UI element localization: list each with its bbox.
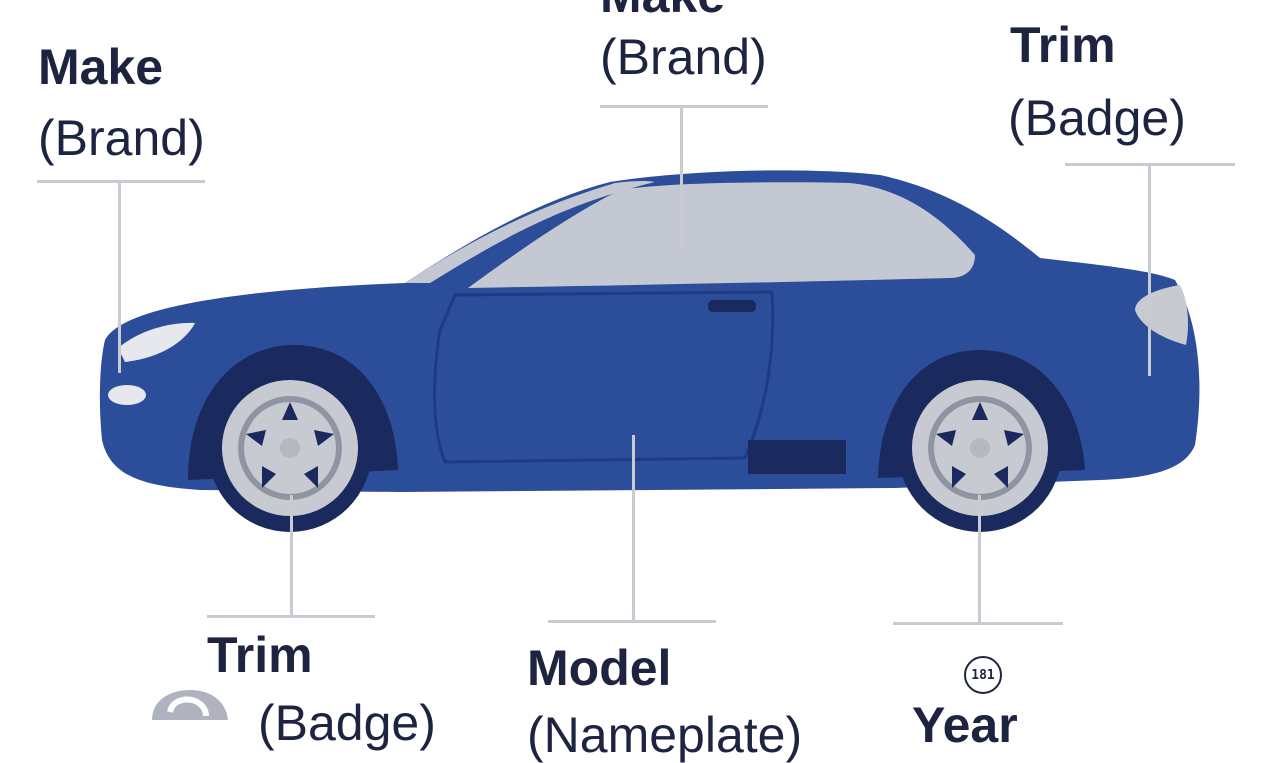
label-brand-center: (Brand) xyxy=(600,29,767,85)
leader-top-center xyxy=(680,108,683,248)
label-make-left: Make xyxy=(38,39,164,95)
label-brand-left: (Brand) xyxy=(38,110,205,166)
door-handle xyxy=(708,300,756,312)
label-trim-right: Trim xyxy=(1010,17,1116,73)
rule-top-center xyxy=(600,105,768,108)
label-trim-bottom: Trim xyxy=(207,627,313,683)
window-glass xyxy=(468,182,975,288)
logo-partial-icon xyxy=(152,690,228,720)
rear-wheel xyxy=(898,368,1062,532)
label-year: Year xyxy=(912,697,1018,753)
leader-bottom-left xyxy=(290,495,293,615)
label-make-center: Make xyxy=(600,0,725,20)
leader-top-left xyxy=(118,183,121,373)
label-badge-right: (Badge) xyxy=(1008,90,1186,146)
label-nameplate: (Nameplate) xyxy=(527,707,803,763)
car-illustration xyxy=(99,170,1200,720)
headlight xyxy=(118,322,195,362)
rule-top-left xyxy=(37,180,205,183)
front-wheel xyxy=(208,368,372,532)
car-anatomy-diagram: Make (Brand) Make (Brand) Trim (Badge) T… xyxy=(37,0,1235,760)
leader-bottom-center xyxy=(632,435,635,620)
door-outline xyxy=(433,290,775,464)
side-plate xyxy=(748,440,846,474)
rule-bottom-right xyxy=(893,622,1063,625)
label-badge-bottom: (Badge) xyxy=(258,695,436,751)
fog-light xyxy=(108,385,146,405)
leader-top-right xyxy=(1148,166,1151,376)
rule-top-right xyxy=(1065,163,1235,166)
roof-highlight xyxy=(405,181,655,283)
rule-bottom-left xyxy=(207,615,375,618)
year-badge-text: 181 xyxy=(971,667,995,683)
rule-bottom-center xyxy=(548,620,716,623)
year-badge-icon: 181 xyxy=(964,656,1002,694)
label-model: Model xyxy=(527,640,672,696)
leader-bottom-right xyxy=(978,495,981,623)
